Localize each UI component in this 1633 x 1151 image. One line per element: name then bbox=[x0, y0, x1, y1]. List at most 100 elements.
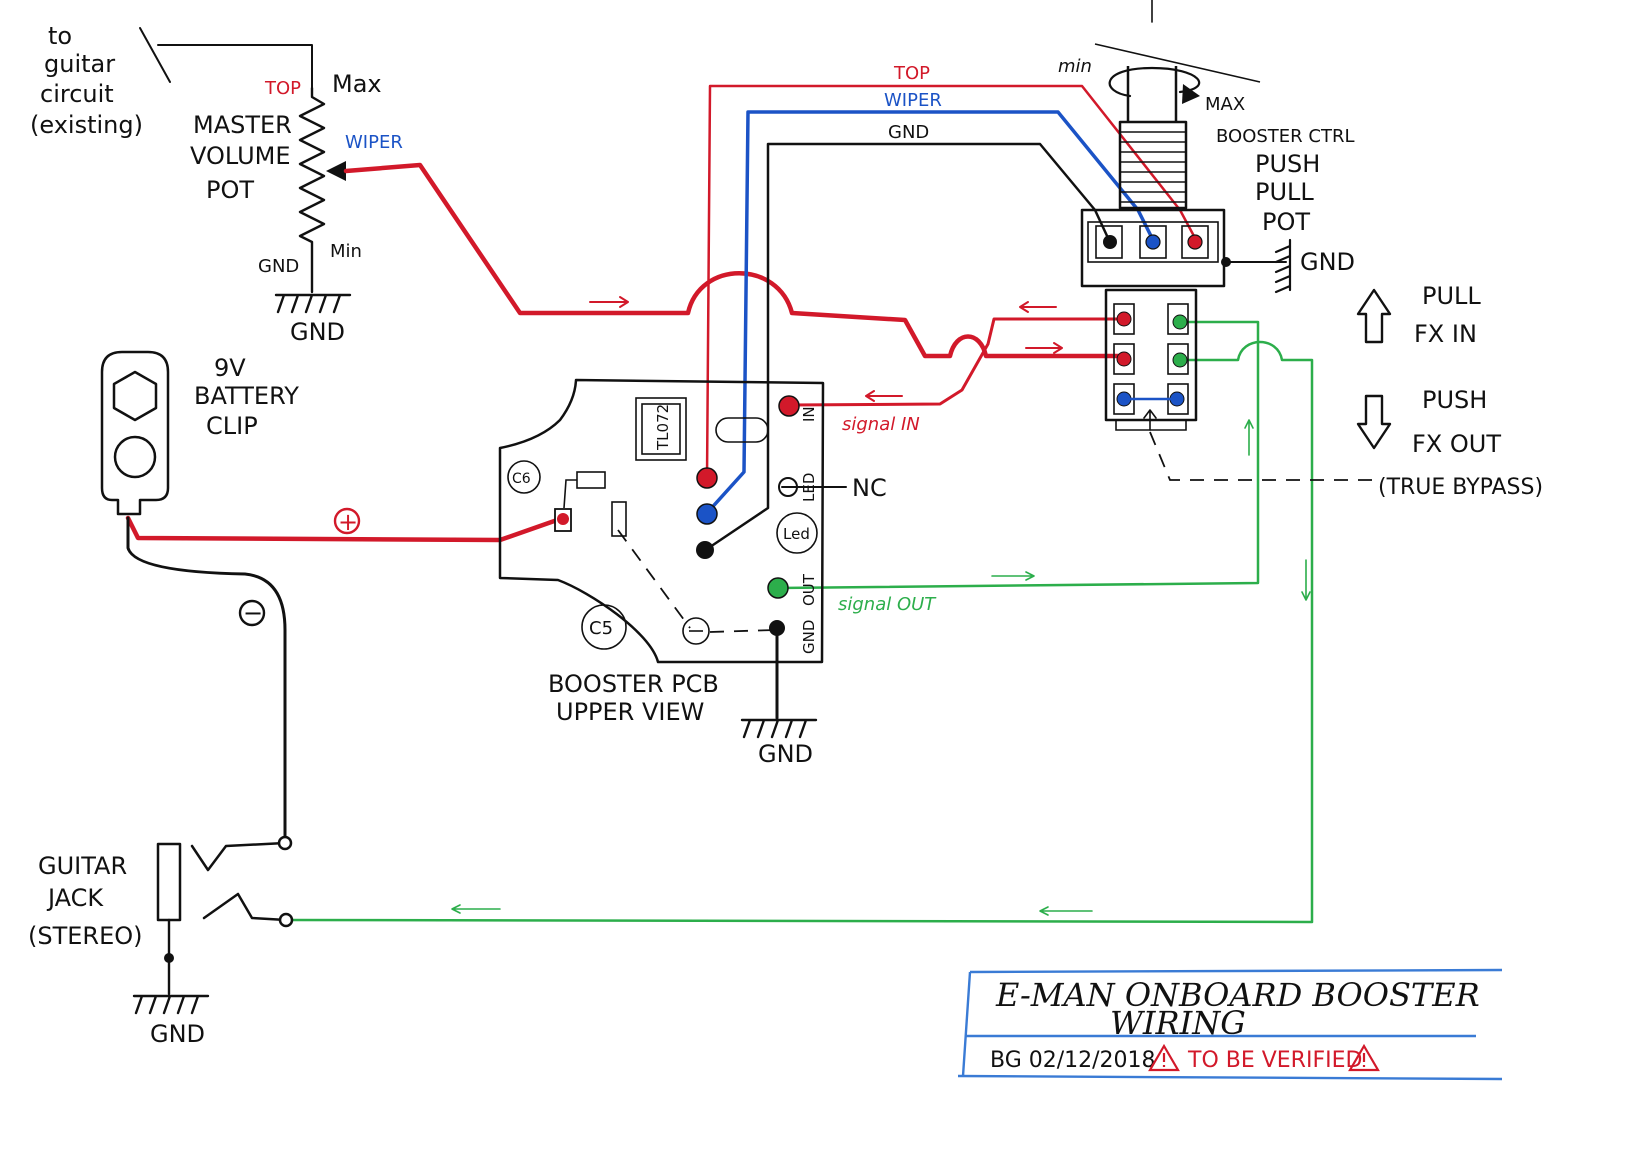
wire-booster-wiper-blue bbox=[705, 110, 1154, 515]
pcb-chip-inner bbox=[641, 403, 681, 455]
booster-pot-lug-wiper bbox=[1139, 225, 1167, 259]
booster-pot-label-4: POT bbox=[1262, 208, 1310, 236]
master-pot-ground-label: GND bbox=[290, 318, 345, 346]
booster-pot-label-3: PULL bbox=[1255, 178, 1314, 206]
pcb-signal-out-label: signal OUT bbox=[838, 594, 937, 615]
pcb-ground-symbol bbox=[740, 718, 818, 739]
pcb-resistor-lead bbox=[563, 479, 577, 509]
guitar-jack-sleeve-dot bbox=[164, 953, 174, 963]
switch-dot-red-2 bbox=[1116, 351, 1132, 367]
pcb-pad-wiper-blue bbox=[696, 503, 718, 525]
pcb-ground-label: GND bbox=[758, 740, 813, 768]
battery-label-1: 9V bbox=[214, 354, 246, 382]
pull-up-arrow-icon bbox=[1356, 288, 1392, 344]
booster-pot-thread bbox=[1120, 131, 1186, 203]
switch-mode-indicators: PULL FX IN PUSH FX OUT (TRUE BYPASS) bbox=[1356, 282, 1543, 500]
pcb-c6-label: C6 bbox=[512, 471, 531, 487]
booster-pot-label-1: BOOSTER CTRL bbox=[1216, 126, 1355, 147]
wire-master-wiper-red bbox=[343, 162, 1127, 359]
pcb-pad-out bbox=[767, 577, 789, 599]
guitar-circuit-line-1: to bbox=[48, 22, 72, 50]
pcb-pad-gnd-black bbox=[696, 541, 714, 559]
true-bypass-label: (TRUE BYPASS) bbox=[1378, 475, 1543, 500]
master-pot-label-1: MASTER bbox=[193, 111, 292, 139]
pcb-nc-label: NC bbox=[852, 474, 887, 502]
switch-lug-4 bbox=[1167, 343, 1189, 375]
pull-label-1: PULL bbox=[1422, 282, 1481, 310]
master-pot-ground-symbol bbox=[274, 293, 352, 314]
booster-pot-lug-wiper-dot bbox=[1145, 234, 1161, 250]
title-warning: TO BE VERIFIED bbox=[1187, 1048, 1362, 1073]
direction-arrows bbox=[451, 296, 1311, 916]
pcb-signal-in-label: signal IN bbox=[842, 414, 920, 435]
pcb-resistor-vertical bbox=[611, 501, 627, 537]
push-pull-switch-foot bbox=[1115, 420, 1187, 431]
push-label-2: FX OUT bbox=[1412, 430, 1501, 458]
pcb-caption-2: UPPER VIEW bbox=[556, 698, 704, 726]
booster-pcb: TL072 C6 C5 Led IN LED OUT GND NC signal… bbox=[498, 378, 937, 768]
guitar-jack-sleeve bbox=[156, 842, 182, 922]
guitar-jack: GUITAR JACK (STEREO) GND bbox=[28, 835, 294, 1048]
pcb-led-label: Led bbox=[783, 525, 810, 543]
pcb-pad-out-label: OUT bbox=[800, 573, 818, 606]
master-pot-gnd-label: GND bbox=[258, 256, 299, 277]
pcb-pad-in-label: IN bbox=[800, 406, 818, 422]
pcb-outline bbox=[498, 378, 825, 664]
guitar-jack-tip-lug bbox=[278, 912, 294, 928]
title-author-date: BG 02/12/2018 bbox=[990, 1048, 1156, 1073]
pcb-caption-1: BOOSTER PCB bbox=[548, 670, 719, 698]
guitar-circuit-label: to guitar circuit (existing) bbox=[30, 22, 143, 139]
guitar-jack-ground-symbol bbox=[132, 994, 210, 1015]
switch-dot-green-1 bbox=[1172, 314, 1188, 330]
pcb-c5-label: C5 bbox=[589, 618, 613, 639]
wire-battery-plus-red bbox=[125, 515, 563, 543]
battery-plus-circle bbox=[333, 507, 361, 535]
pcb-pad-top-red bbox=[696, 467, 718, 489]
booster-pot-lug-frame bbox=[1087, 221, 1219, 263]
pcb-chip-label: TL072 bbox=[654, 404, 672, 451]
booster-pot-min-label: min bbox=[1058, 56, 1092, 77]
push-down-arrow-icon bbox=[1356, 394, 1392, 450]
guitar-circuit-line-4: (existing) bbox=[30, 111, 143, 139]
booster-pot-lug-gnd bbox=[1095, 225, 1123, 259]
guitar-circuit-line-3: circuit bbox=[40, 80, 114, 108]
battery-minus-circle bbox=[238, 599, 266, 627]
master-pot-wiper-arrow bbox=[326, 161, 346, 181]
guitar-circuit-line-2: guitar bbox=[44, 50, 115, 78]
booster-pot-shaft-axis bbox=[1094, 43, 1261, 83]
push-pull-switch-body bbox=[1104, 288, 1198, 422]
booster-pot-max-label: MAX bbox=[1205, 94, 1245, 115]
pcb-minus-circle bbox=[682, 617, 710, 645]
booster-pot-case-gnd-label: GND bbox=[1300, 248, 1355, 276]
switch-lug-1 bbox=[1113, 303, 1135, 335]
pcb-pad-led-label: LED bbox=[800, 473, 818, 502]
wire-battery-minus-black bbox=[126, 516, 287, 845]
booster-wire-top-label: TOP bbox=[893, 63, 930, 84]
wire-signal-in-red bbox=[788, 317, 1126, 407]
master-pot-label-2: VOLUME bbox=[190, 142, 291, 170]
booster-pot-label-2: PUSH bbox=[1255, 150, 1320, 178]
switch-dot-green-2 bbox=[1172, 352, 1188, 368]
pcb-c6-circle bbox=[507, 460, 541, 494]
booster-pot-knob-body bbox=[1126, 66, 1178, 122]
booster-wire-wiper-label: WIPER bbox=[884, 90, 942, 111]
booster-pot-rotation-arrow bbox=[1182, 84, 1200, 104]
master-pot-resistor bbox=[298, 86, 326, 294]
true-bypass-dashed-line bbox=[1149, 431, 1378, 481]
master-volume-pot: TOP Max WIPER MASTER VOLUME POT GND Min … bbox=[190, 70, 403, 346]
wire-booster-gnd-black bbox=[705, 142, 1110, 551]
guitar-jack-tip-contact bbox=[202, 892, 288, 922]
booster-wire-gnd-label: GND bbox=[888, 122, 929, 143]
push-label-1: PUSH bbox=[1422, 386, 1487, 414]
master-pot-top-label: TOP bbox=[264, 78, 301, 99]
pcb-slot-oval bbox=[715, 417, 769, 443]
master-pot-max-label: Max bbox=[332, 70, 382, 98]
booster-pot-bushing bbox=[1118, 120, 1188, 210]
pcb-resistor-top bbox=[576, 471, 606, 489]
booster-pot-rotation-arc bbox=[1108, 66, 1201, 98]
battery-clip-round-terminal bbox=[113, 435, 157, 479]
guitar-jack-ground-label: GND bbox=[150, 1020, 205, 1048]
title-line-2: WIRING bbox=[1110, 1004, 1246, 1042]
guitar-circuit-wire bbox=[139, 27, 313, 89]
